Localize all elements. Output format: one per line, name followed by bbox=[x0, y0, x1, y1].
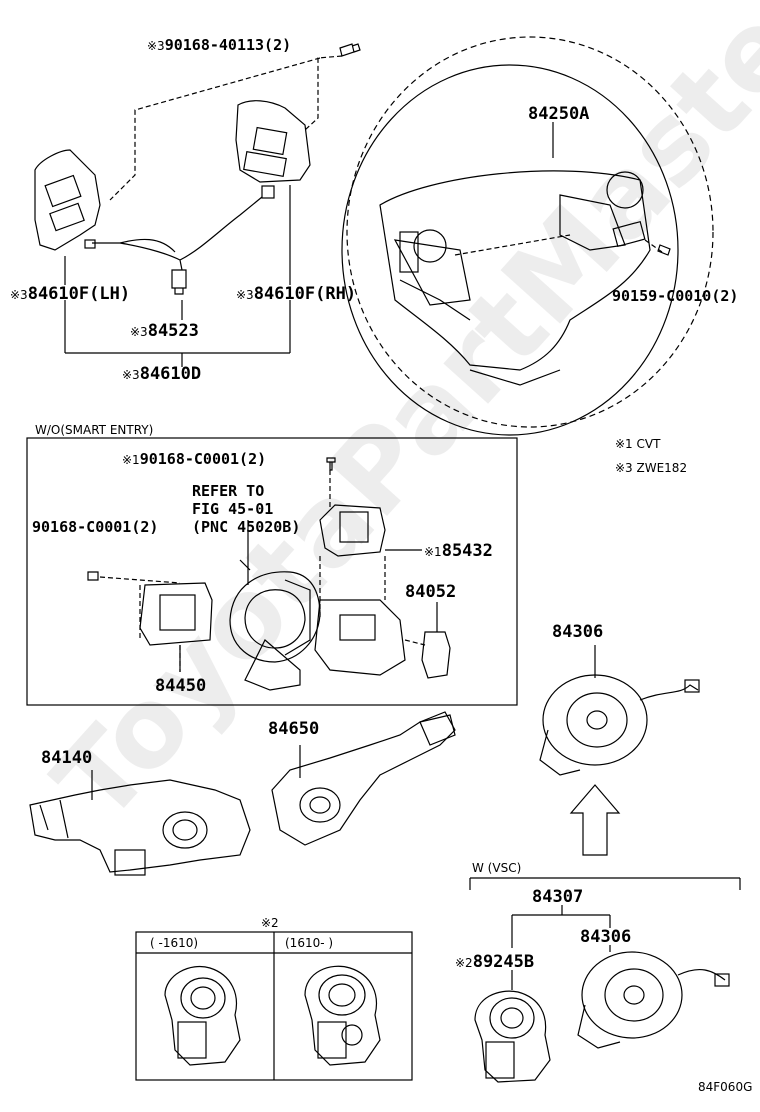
legend-note-1: ※1 CVT bbox=[615, 437, 661, 451]
label-84307: 84307 bbox=[532, 887, 584, 907]
vsc-title: W (VSC) bbox=[472, 861, 522, 875]
smart-entry-box bbox=[26, 437, 518, 706]
label-84306-bottom: 84306 bbox=[580, 927, 632, 947]
diagram-code: 84F060G bbox=[698, 1080, 753, 1094]
sensor-vsc-drawing bbox=[474, 990, 551, 1083]
wheel-switch-right bbox=[606, 171, 644, 209]
label-89245B: ※289245B bbox=[455, 952, 535, 972]
label-84140: 84140 bbox=[41, 748, 93, 768]
steering-wheel-spoke bbox=[379, 170, 651, 371]
refer-line-2: FIG 45-01 bbox=[192, 500, 274, 518]
label-84450: 84450 bbox=[155, 676, 207, 696]
label-screw-top: ※390168-40113(2) bbox=[147, 36, 292, 54]
sensor-box-header: ※2 bbox=[261, 916, 279, 930]
wheel-switch-left bbox=[413, 229, 447, 263]
part-85432-drawing bbox=[319, 504, 386, 557]
label-84250A: 84250A bbox=[528, 104, 590, 124]
label-84610F-RH: ※384610F(RH) bbox=[236, 284, 357, 304]
label-84306-top: 84306 bbox=[552, 622, 604, 642]
sensor-col-new: (1610- ) bbox=[285, 936, 334, 950]
refer-line-1: REFER TO bbox=[192, 482, 265, 500]
label-84650: 84650 bbox=[268, 719, 320, 739]
box-title: W/O(SMART ENTRY) bbox=[35, 423, 154, 437]
legend-note-3: ※3 ZWE182 bbox=[615, 461, 688, 475]
steering-wheel-rim-inner bbox=[341, 64, 679, 436]
label-screw-1: ※190168-C0001(2) bbox=[122, 450, 267, 468]
steering-wheel-outline bbox=[346, 36, 714, 428]
sensor-col-old: ( -1610) bbox=[150, 936, 199, 950]
label-84610F-LH: ※384610F(LH) bbox=[10, 284, 131, 304]
sensor-new-drawing bbox=[304, 965, 381, 1066]
switch-rh-drawing bbox=[235, 100, 311, 183]
switch-lh-drawing bbox=[34, 149, 101, 251]
sensor-old-drawing bbox=[164, 966, 241, 1066]
screw-top-drawing bbox=[339, 43, 361, 57]
label-screw-right: 90159-C0010(2) bbox=[612, 287, 739, 305]
arrow-up bbox=[569, 784, 621, 856]
label-84610D: ※384610D bbox=[122, 364, 202, 384]
spiral-cable-bottom bbox=[581, 951, 683, 1039]
label-84523: ※384523 bbox=[130, 321, 199, 341]
spiral-cable-top bbox=[542, 674, 648, 766]
part-84052-drawing bbox=[421, 631, 451, 679]
label-screw-2: 90168-C0001(2) bbox=[32, 518, 159, 536]
label-84052: 84052 bbox=[405, 582, 457, 602]
refer-pnc: (PNC 45020B) bbox=[192, 518, 301, 536]
harness-drawing bbox=[92, 196, 263, 271]
label-85432: ※185432 bbox=[424, 541, 493, 561]
part-84450-drawing bbox=[139, 582, 213, 646]
part-84140-drawing bbox=[29, 779, 251, 873]
